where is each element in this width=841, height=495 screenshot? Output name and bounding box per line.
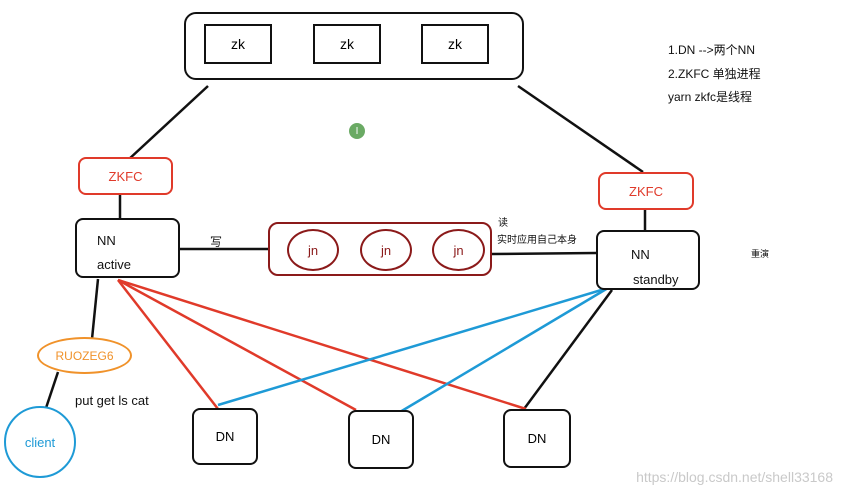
client-commands: put get ls cat <box>75 393 149 408</box>
note-line-3: yarn zkfc是线程 <box>668 90 753 104</box>
ruozeg6-node: RUOZEG6 <box>37 337 132 374</box>
namenode-active: NN active <box>75 218 180 278</box>
read-label: 读 <box>498 218 508 229</box>
datanode-2: DN <box>348 410 414 469</box>
namenode-active-state: active <box>97 257 131 272</box>
journalnode-group: jn jn jn <box>268 222 492 276</box>
zkfc-right: ZKFC <box>598 172 694 210</box>
datanode-1: DN <box>192 408 258 465</box>
link-ruozeg-client <box>44 371 60 409</box>
read-note-label: 实时应用自己本身 <box>497 235 577 246</box>
watermark: https://blog.csdn.net/shell33168 <box>636 469 833 485</box>
journalnode-3: jn <box>432 229 485 271</box>
zk-node-1: zk <box>204 24 272 64</box>
side-note: 重演 <box>751 249 770 259</box>
link-standby-dn1 <box>217 286 609 407</box>
journalnode-1: jn <box>287 229 339 271</box>
namenode-standby-name: NN <box>631 247 650 262</box>
link-jn-nn-standby <box>491 251 597 256</box>
link-nn-standby-dn3 <box>522 289 614 410</box>
link-active-dn2 <box>117 278 357 412</box>
note-line-2: 2.ZKFC 单独进程 <box>668 67 761 81</box>
namenode-active-name: NN <box>97 233 116 248</box>
link-nn-active-ruozeg <box>90 278 100 340</box>
client-node: client <box>4 406 76 478</box>
namenode-standby: NN standby <box>596 230 700 290</box>
zkfc-left: ZKFC <box>78 157 173 195</box>
link-active-dn3 <box>117 278 527 411</box>
zk-node-2: zk <box>313 24 381 64</box>
text-cursor-badge: I <box>349 123 365 139</box>
link-zk-zkfc-left <box>127 85 209 161</box>
zk-node-3: zk <box>421 24 489 64</box>
note-line-1: 1.DN -->两个NN <box>668 43 756 57</box>
link-zk-zkfc-right <box>517 84 644 174</box>
namenode-standby-state: standby <box>633 272 679 287</box>
zookeeper-cluster: zk zk zk <box>184 12 524 80</box>
journalnode-2: jn <box>360 229 412 271</box>
datanode-3: DN <box>503 409 571 468</box>
write-label: 写 <box>210 235 223 249</box>
link-standby-dn2 <box>399 286 609 414</box>
link-active-dn1 <box>117 279 219 410</box>
